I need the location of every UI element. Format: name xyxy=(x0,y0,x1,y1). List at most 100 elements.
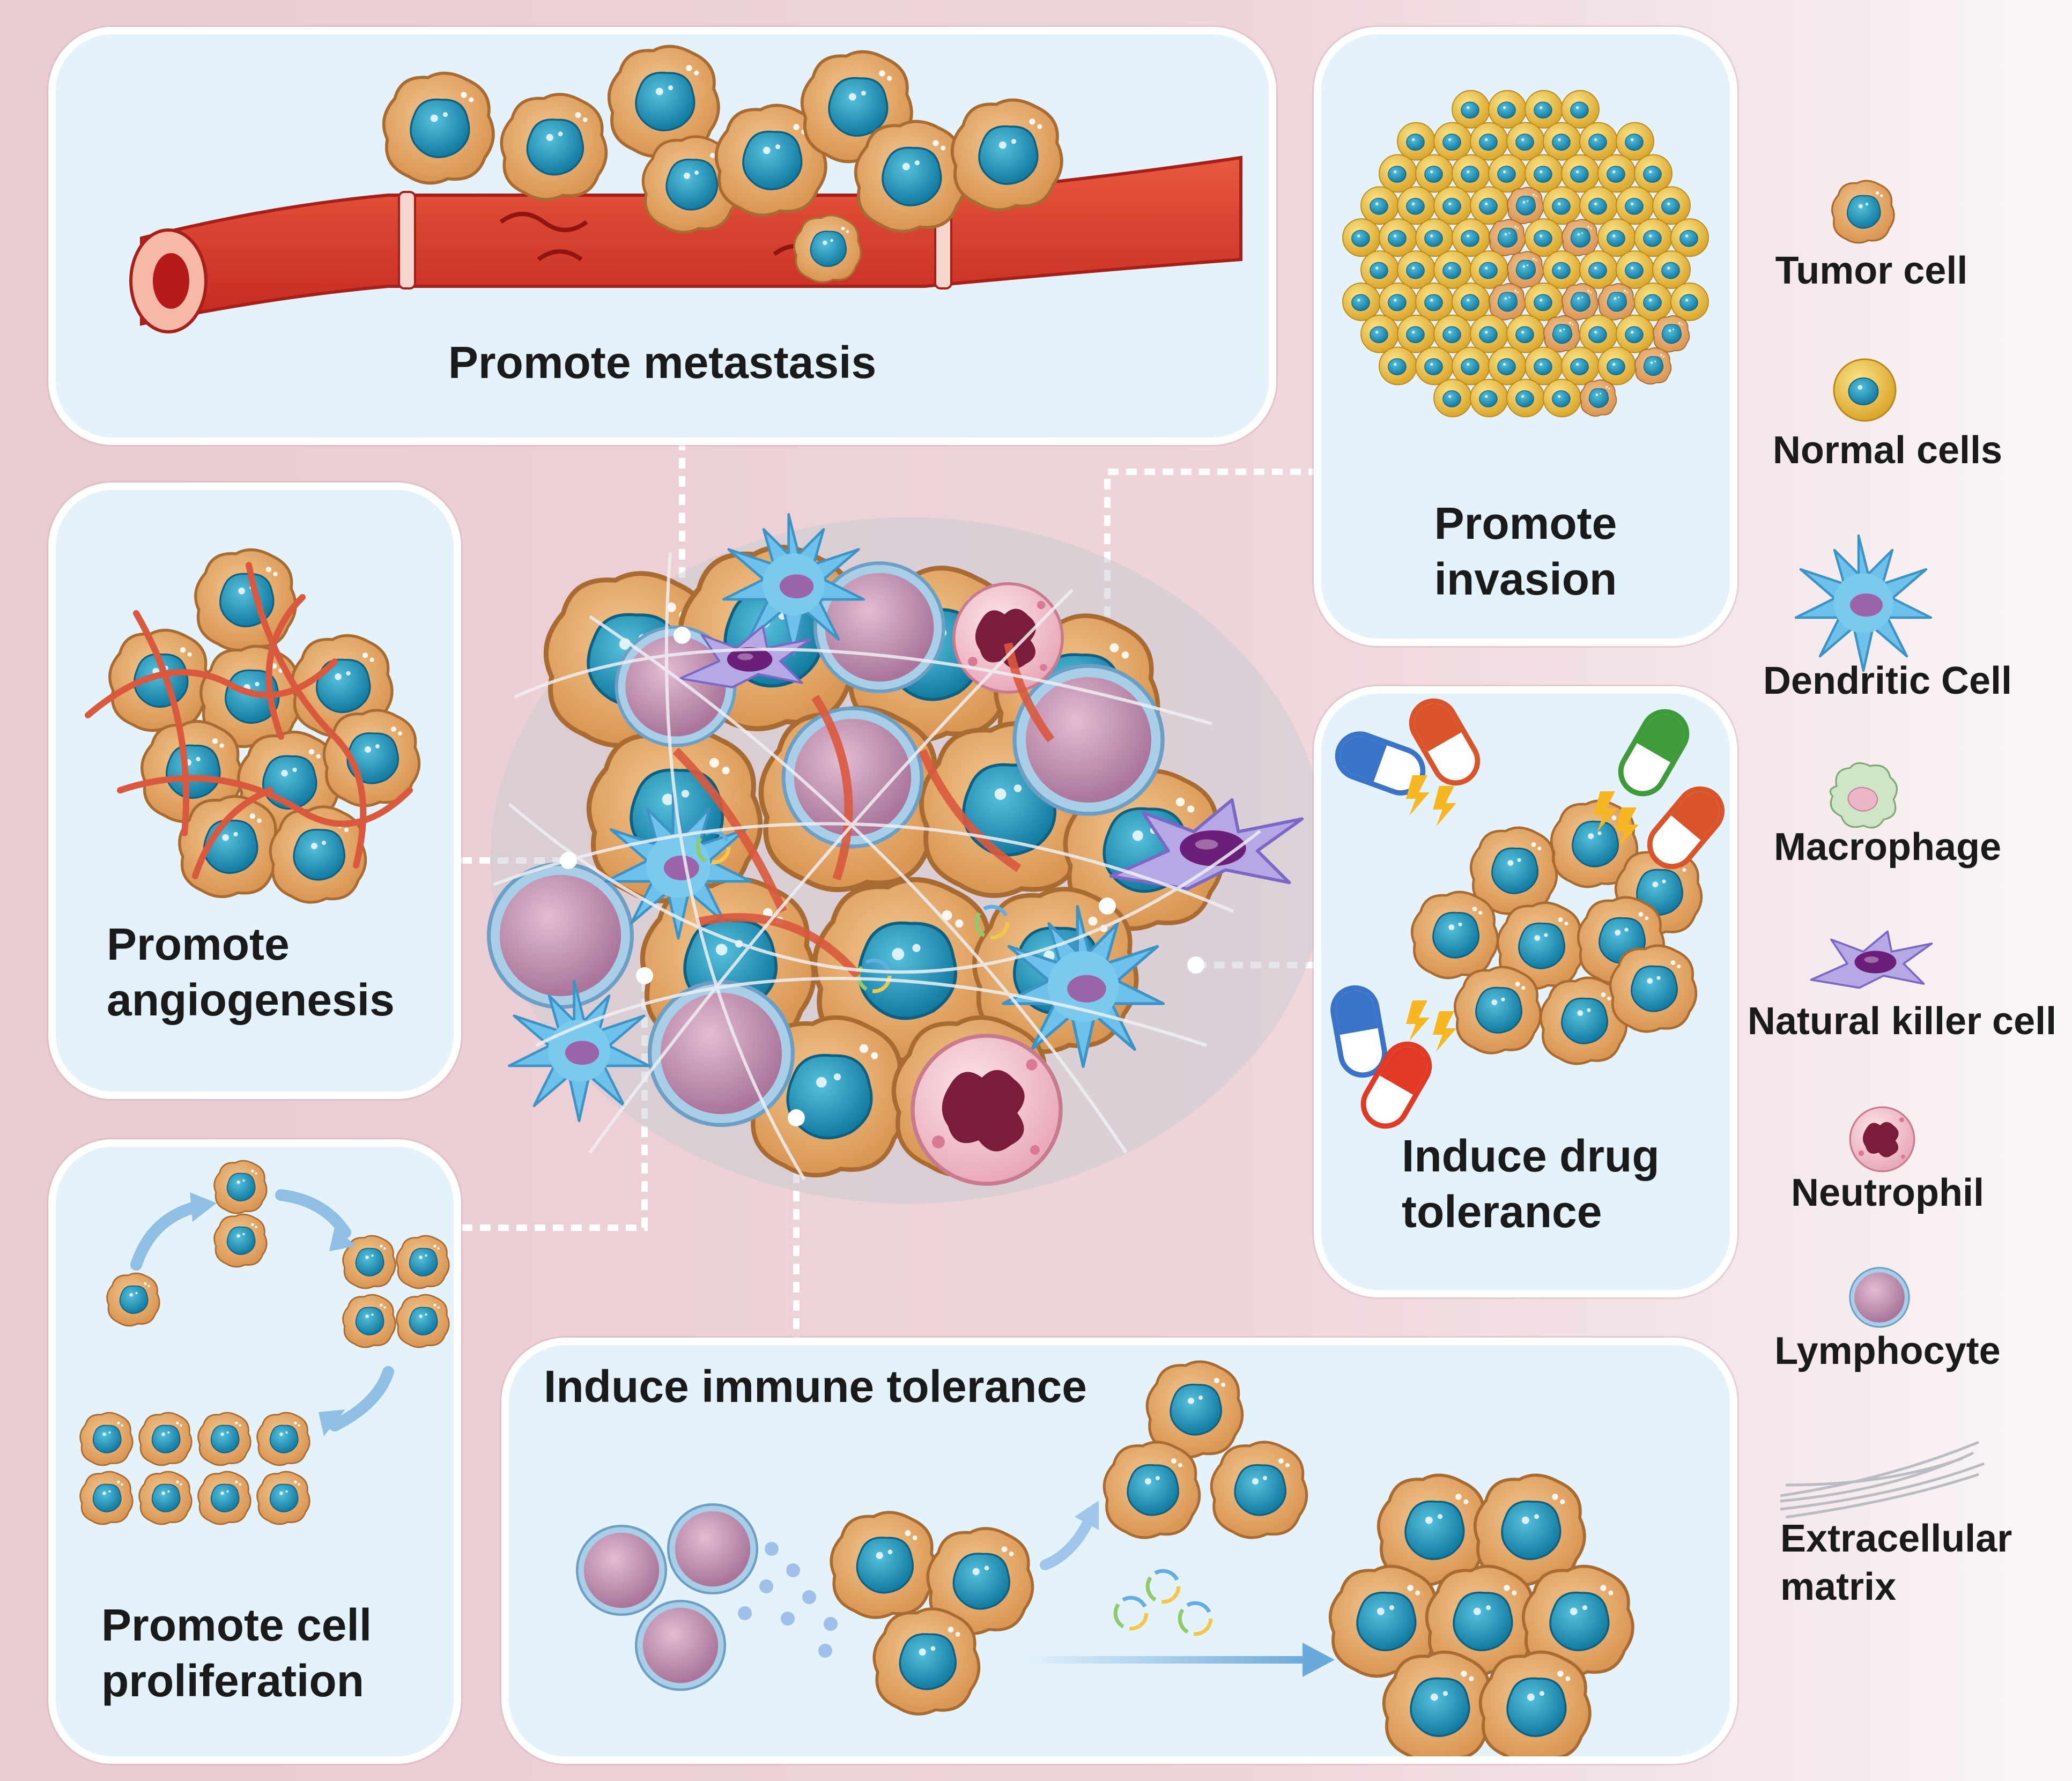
normal-cell xyxy=(1634,154,1673,193)
tumor-cell xyxy=(1488,219,1526,257)
normal-cell xyxy=(1452,346,1490,385)
legend-label-neutrophil: Neutrophil xyxy=(1791,1171,1984,1214)
tumor-cell xyxy=(1561,219,1599,257)
normal-cell xyxy=(1379,346,1417,385)
tumor-microenvironment-cluster xyxy=(489,514,1327,1204)
normal-cell xyxy=(1488,154,1527,193)
normal-cell xyxy=(1470,122,1508,161)
normal-cell xyxy=(1360,250,1399,289)
panel-immune-tolerance: Induce immune tolerance xyxy=(501,1338,1737,1764)
legend-label-lymphocyte: Lymphocyte xyxy=(1774,1330,2001,1372)
normal-cell xyxy=(1415,218,1454,257)
normal-cell xyxy=(1433,379,1472,418)
normal-cell xyxy=(1561,346,1600,385)
legend-label-tumor-cell: Tumor cell xyxy=(1775,249,1968,292)
legend-label-natural-killer-cell: Natural killer cell xyxy=(1747,1000,2057,1043)
normal-cell xyxy=(1616,186,1654,225)
normal-cell xyxy=(1433,186,1472,225)
normal-cell xyxy=(1597,154,1636,193)
panel-proliferation: Promote cell proliferation xyxy=(48,1139,461,1764)
normal-cell xyxy=(1397,314,1435,353)
panel-title-invasion: Promote invasion xyxy=(1434,498,1617,604)
normal-cell xyxy=(1506,122,1545,161)
panel-invasion: Promote invasion xyxy=(1314,27,1737,646)
tumor-cell xyxy=(1543,315,1581,353)
normal-cell xyxy=(1525,282,1563,321)
normal-cell xyxy=(1470,314,1508,353)
normal-cell xyxy=(1360,314,1399,353)
normal-cell xyxy=(1616,314,1654,353)
normal-cell xyxy=(1415,154,1454,193)
tumor-cell xyxy=(1579,379,1617,417)
panel-metastasis: Promote metastasis xyxy=(48,27,1276,445)
normal-cell xyxy=(1470,379,1508,418)
normal-cell xyxy=(1379,282,1417,321)
normal-cell xyxy=(1488,346,1527,385)
tumor-cell xyxy=(1597,283,1636,321)
blood-vessel-illustration xyxy=(129,34,1242,333)
normal-cell xyxy=(1452,218,1490,257)
normal-cell xyxy=(1525,90,1563,129)
panel-title-proliferation: Promote cell proliferation xyxy=(101,1600,372,1706)
normal-cell xyxy=(1397,250,1435,289)
normal-cell xyxy=(1543,186,1581,225)
normal-cell xyxy=(1488,90,1527,129)
panel-title-angiogenesis: Promote angiogenesis xyxy=(107,919,395,1025)
normal-cell xyxy=(1433,122,1472,161)
normal-cell xyxy=(1561,90,1600,129)
normal-cell xyxy=(1652,250,1691,289)
normal-cell xyxy=(1452,154,1490,193)
legend-label-macrophage: Macrophage xyxy=(1773,826,2002,869)
tumor-cell xyxy=(1506,187,1544,225)
normal-cell xyxy=(1452,90,1490,129)
normal-cell xyxy=(1342,218,1381,257)
normal-cell xyxy=(1525,218,1563,257)
tumor-cell xyxy=(1634,347,1672,385)
normal-cell xyxy=(1561,154,1600,193)
normal-cell xyxy=(1397,122,1435,161)
normal-cell xyxy=(1415,282,1454,321)
normal-cell xyxy=(1543,122,1581,161)
normal-cell xyxy=(1579,314,1618,353)
normal-cell xyxy=(1579,186,1618,225)
normal-cell xyxy=(1597,346,1636,385)
panel-angiogenesis: Promote angiogenesis xyxy=(48,483,461,1099)
normal-cell xyxy=(1452,282,1490,321)
normal-cell xyxy=(1616,122,1654,161)
normal-cell xyxy=(1597,218,1636,257)
panel-drug-tolerance: Induce drug tolerance xyxy=(1314,686,1737,1297)
normal-cell xyxy=(1433,250,1472,289)
normal-cell xyxy=(1506,314,1545,353)
normal-cell xyxy=(1470,186,1508,225)
tumor-cell xyxy=(1652,315,1690,353)
normal-cell xyxy=(1415,346,1454,385)
normal-cell xyxy=(1379,154,1417,193)
normal-cell xyxy=(1543,250,1581,289)
normal-cell xyxy=(1342,282,1381,321)
tumor-cell xyxy=(1506,251,1544,288)
normal-cell xyxy=(1506,379,1545,418)
immune-suppression-illustration xyxy=(509,1345,1730,1756)
normal-cell xyxy=(1360,186,1399,225)
vascularized-tumor-illustration xyxy=(85,490,454,1092)
normal-cell xyxy=(1670,218,1709,257)
legend-label-extracellular-matrix: Extracellular matrix xyxy=(1780,1517,2012,1608)
normal-cell xyxy=(1670,282,1709,321)
normal-cell xyxy=(1634,282,1673,321)
normal-cell xyxy=(1579,122,1618,161)
normal-cell xyxy=(1470,250,1508,289)
panel-title-drug-tolerance: Induce drug tolerance xyxy=(1402,1131,1660,1237)
normal-cell xyxy=(1634,218,1673,257)
normal-cell xyxy=(1543,379,1581,418)
tumor-cell xyxy=(1488,283,1526,321)
legend-label-dendritic-cell: Dendritic Cell xyxy=(1763,659,2012,702)
normal-cell xyxy=(1433,314,1472,353)
cell-division-illustration xyxy=(79,1160,450,1525)
normal-cell xyxy=(1652,186,1691,225)
normal-cell xyxy=(1579,250,1618,289)
tumor-cell xyxy=(1561,283,1599,321)
panel-title-immune-tolerance: Induce immune tolerance xyxy=(544,1361,1087,1412)
normal-cell xyxy=(1525,346,1563,385)
